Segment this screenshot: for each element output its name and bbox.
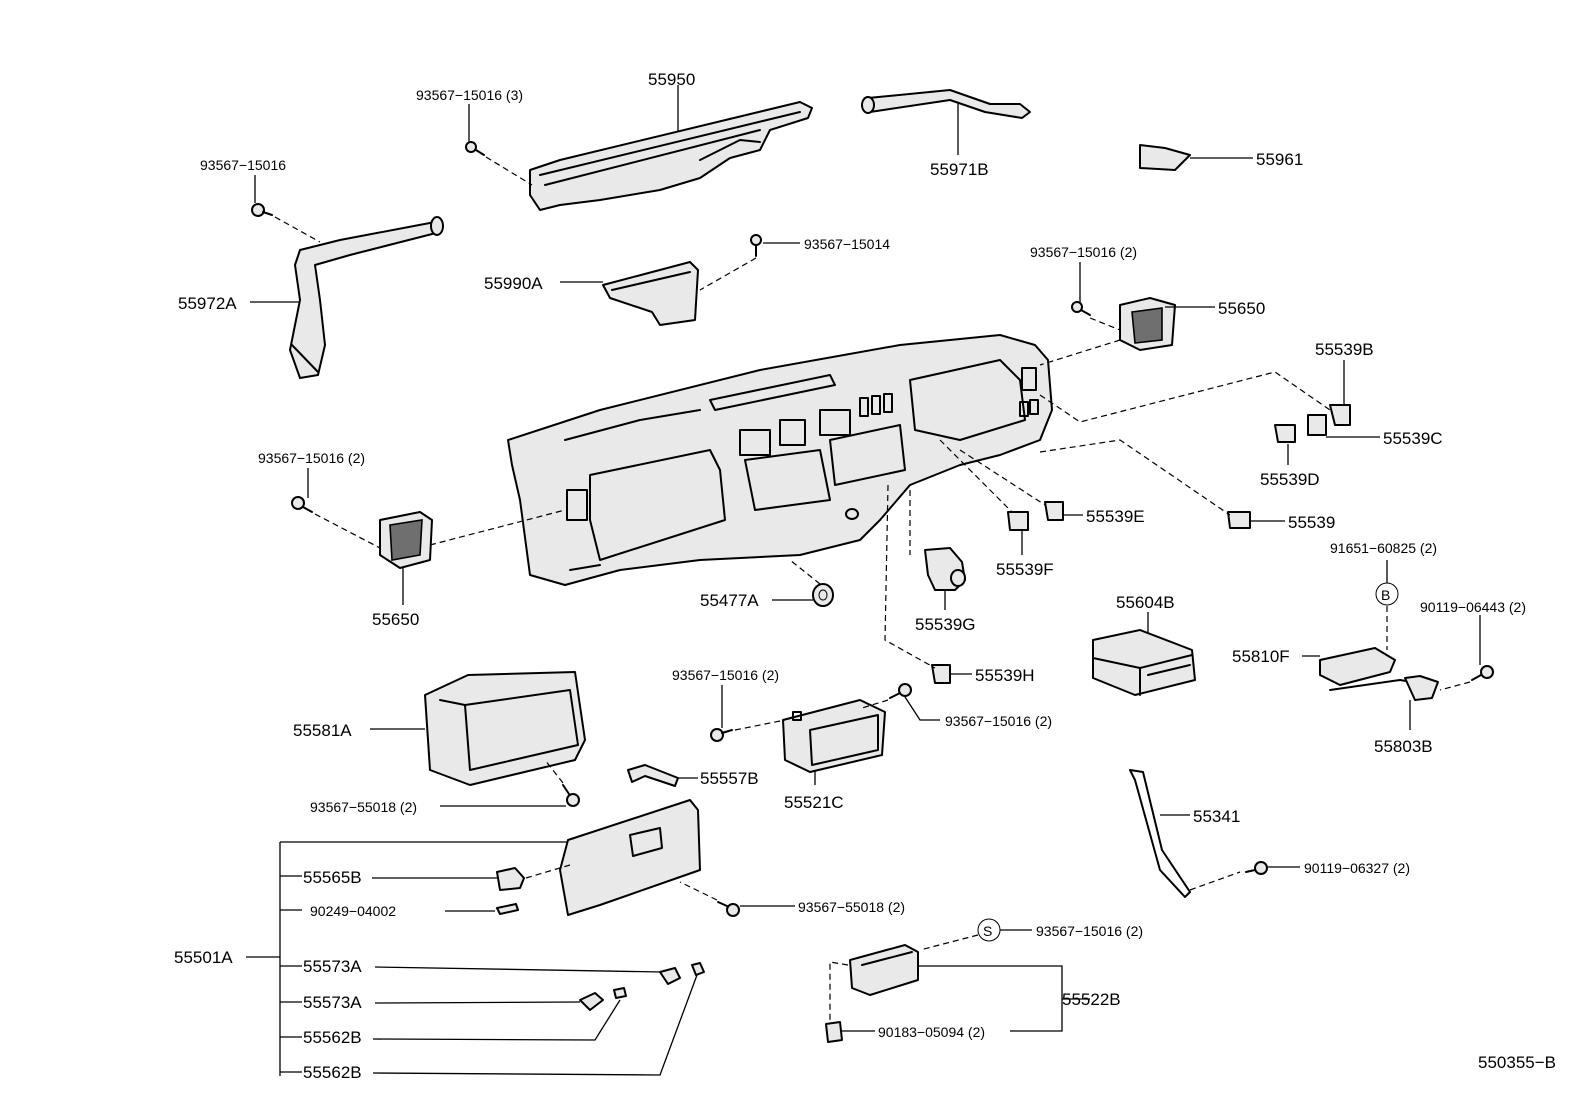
label-93567-15016-2-right: 93567−15016 (2) bbox=[1030, 244, 1137, 260]
callout-b-marker: B bbox=[1375, 582, 1399, 606]
rod-55341 bbox=[1129, 769, 1191, 898]
label-55539B: 55539B bbox=[1315, 340, 1374, 359]
duct-55961 bbox=[1139, 144, 1191, 171]
air-vent-left-55650 bbox=[379, 511, 433, 569]
catch-55573A-lower bbox=[579, 987, 627, 1011]
pocket-55521C bbox=[782, 699, 886, 773]
callout-s-text: S bbox=[983, 923, 992, 939]
pin-90249-04002 bbox=[496, 903, 519, 915]
upper-cover-55950 bbox=[529, 101, 813, 211]
bracket-55810F bbox=[1319, 647, 1439, 701]
screw-icon bbox=[889, 683, 912, 699]
screw-icon bbox=[251, 203, 273, 217]
latch-55565B bbox=[496, 867, 525, 891]
label-55341: 55341 bbox=[1193, 807, 1240, 826]
switch-55539F bbox=[1007, 511, 1029, 531]
switch-55539D bbox=[1274, 424, 1296, 443]
cupholder-55522B bbox=[849, 944, 919, 996]
label-55521C: 55521C bbox=[784, 793, 844, 812]
label-55539D: 55539D bbox=[1260, 470, 1320, 489]
label-55539F: 55539F bbox=[996, 560, 1054, 579]
label-93567-15016-2-mid2: 93567−15016 (2) bbox=[945, 713, 1052, 729]
label-55573A-1: 55573A bbox=[303, 957, 362, 976]
label-93567-15016: 93567−15016 bbox=[200, 157, 286, 173]
callout-s-marker: S bbox=[977, 918, 1001, 942]
switch-55539E bbox=[1044, 501, 1064, 521]
label-55539G: 55539G bbox=[915, 615, 976, 634]
label-55565B: 55565B bbox=[303, 868, 362, 887]
label-55650-left: 55650 bbox=[372, 610, 419, 629]
figure-code: 550355−B bbox=[1478, 1053, 1556, 1072]
label-93567-15016-2-mid: 93567−15016 (2) bbox=[672, 667, 779, 683]
screw-icon bbox=[465, 141, 485, 156]
catch-55573A-upper bbox=[659, 962, 705, 985]
switch-55539G bbox=[924, 547, 966, 591]
instrument-panel bbox=[507, 334, 1053, 586]
label-55990A: 55990A bbox=[484, 274, 543, 293]
label-90119-06327-2: 90119−06327 (2) bbox=[1304, 860, 1410, 876]
label-55539E: 55539E bbox=[1086, 507, 1145, 526]
switch-55539B bbox=[1329, 404, 1351, 426]
label-55971B: 55971B bbox=[930, 160, 989, 179]
clip-90183-05094 bbox=[825, 1021, 843, 1043]
screw-icon bbox=[1071, 301, 1091, 316]
glovebox-door-55501A bbox=[559, 799, 701, 916]
label-55581A: 55581A bbox=[293, 721, 352, 740]
glovebox-frame-55581A bbox=[424, 671, 586, 786]
label-91651-60825-2: 91651−60825 (2) bbox=[1330, 540, 1437, 556]
radio-unit-55604B bbox=[1092, 629, 1196, 696]
label-55810F: 55810F bbox=[1232, 647, 1290, 666]
switch-55539H bbox=[931, 664, 951, 684]
label-55557B: 55557B bbox=[700, 769, 759, 788]
label-93567-15014: 93567−15014 bbox=[804, 236, 890, 252]
screw-icon bbox=[710, 728, 733, 742]
duct-55972A bbox=[289, 216, 444, 379]
label-55604B: 55604B bbox=[1116, 593, 1175, 612]
label-55803B: 55803B bbox=[1374, 737, 1433, 756]
screw-icon bbox=[1471, 665, 1494, 681]
label-93567-15016-2-left: 93567−15016 (2) bbox=[258, 450, 365, 466]
screw-icon bbox=[750, 234, 762, 257]
label-55539C: 55539C bbox=[1383, 429, 1443, 448]
screw-icon bbox=[1245, 861, 1268, 875]
label-93567-15016-2-s: 93567−15016 (2) bbox=[1036, 923, 1143, 939]
label-55650-right: 55650 bbox=[1218, 299, 1265, 318]
handle-55557B bbox=[627, 764, 679, 787]
duct-55990A bbox=[602, 261, 699, 326]
label-55539: 55539 bbox=[1288, 513, 1335, 532]
label-55501A: 55501A bbox=[174, 948, 233, 967]
label-55562B-2: 55562B bbox=[303, 1063, 362, 1082]
label-93567-55018-2-a: 93567−55018 (2) bbox=[310, 799, 417, 815]
switch-55539 bbox=[1227, 511, 1251, 529]
screw-icon bbox=[717, 901, 740, 917]
label-90249-04002: 90249−04002 bbox=[310, 903, 396, 919]
label-93567-55018-2-b: 93567−55018 (2) bbox=[798, 899, 905, 915]
callout-b-text: B bbox=[1381, 587, 1390, 603]
label-55562B-1: 55562B bbox=[303, 1028, 362, 1047]
label-90119-06443-2: 90119−06443 (2) bbox=[1420, 599, 1526, 615]
label-55573A-2: 55573A bbox=[303, 993, 362, 1012]
label-55539H: 55539H bbox=[975, 666, 1035, 685]
label-55961: 55961 bbox=[1256, 150, 1303, 169]
air-vent-right-55650 bbox=[1119, 297, 1176, 351]
duct-55971B bbox=[861, 89, 1031, 119]
label-90183-05094-2: 90183−05094 (2) bbox=[878, 1024, 985, 1040]
screw-icon bbox=[291, 496, 313, 513]
label-55972A: 55972A bbox=[178, 294, 237, 313]
label-93567-15016-3: 93567−15016 (3) bbox=[416, 87, 523, 103]
screw-icon bbox=[562, 784, 580, 807]
switch-55539C bbox=[1307, 414, 1327, 436]
grommet-55477A bbox=[812, 583, 834, 607]
label-55477A: 55477A bbox=[700, 591, 759, 610]
label-55522B: 55522B bbox=[1062, 990, 1121, 1009]
label-55950: 55950 bbox=[648, 70, 695, 89]
